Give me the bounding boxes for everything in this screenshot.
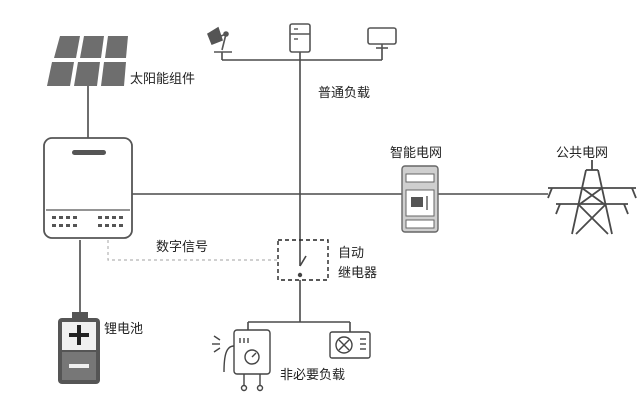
relay-label-line2: 继电器: [338, 266, 378, 281]
relay-switch-icon: [277, 239, 329, 281]
smart-grid-label: 智能电网: [390, 146, 443, 161]
normal-load-label: 普通负载: [318, 86, 371, 101]
transmission-tower-icon: [547, 160, 637, 235]
refrigerator-icon: [289, 23, 311, 53]
public-grid-label: 公共电网: [556, 146, 609, 161]
digital-signal-dashed-line: [107, 240, 278, 261]
solar-panel-icon: [47, 36, 128, 86]
connection-lines: [79, 48, 548, 332]
air-conditioner-icon: [329, 331, 371, 359]
battery-label: 锂电池: [104, 322, 144, 337]
relay-label-line1: 自动: [338, 246, 365, 261]
digital-signal-label: 数字信号: [156, 240, 209, 255]
desk-lamp-icon: [207, 26, 232, 53]
water-heater-icon: [212, 329, 271, 392]
inverter-icon: [43, 137, 133, 239]
battery-icon: [58, 312, 100, 384]
noncritical-load-label: 非必要负载: [280, 368, 346, 383]
smart-meter-icon: [401, 165, 439, 233]
monitor-icon: [367, 27, 397, 49]
solar-panel-label: 太阳能组件: [130, 72, 196, 87]
